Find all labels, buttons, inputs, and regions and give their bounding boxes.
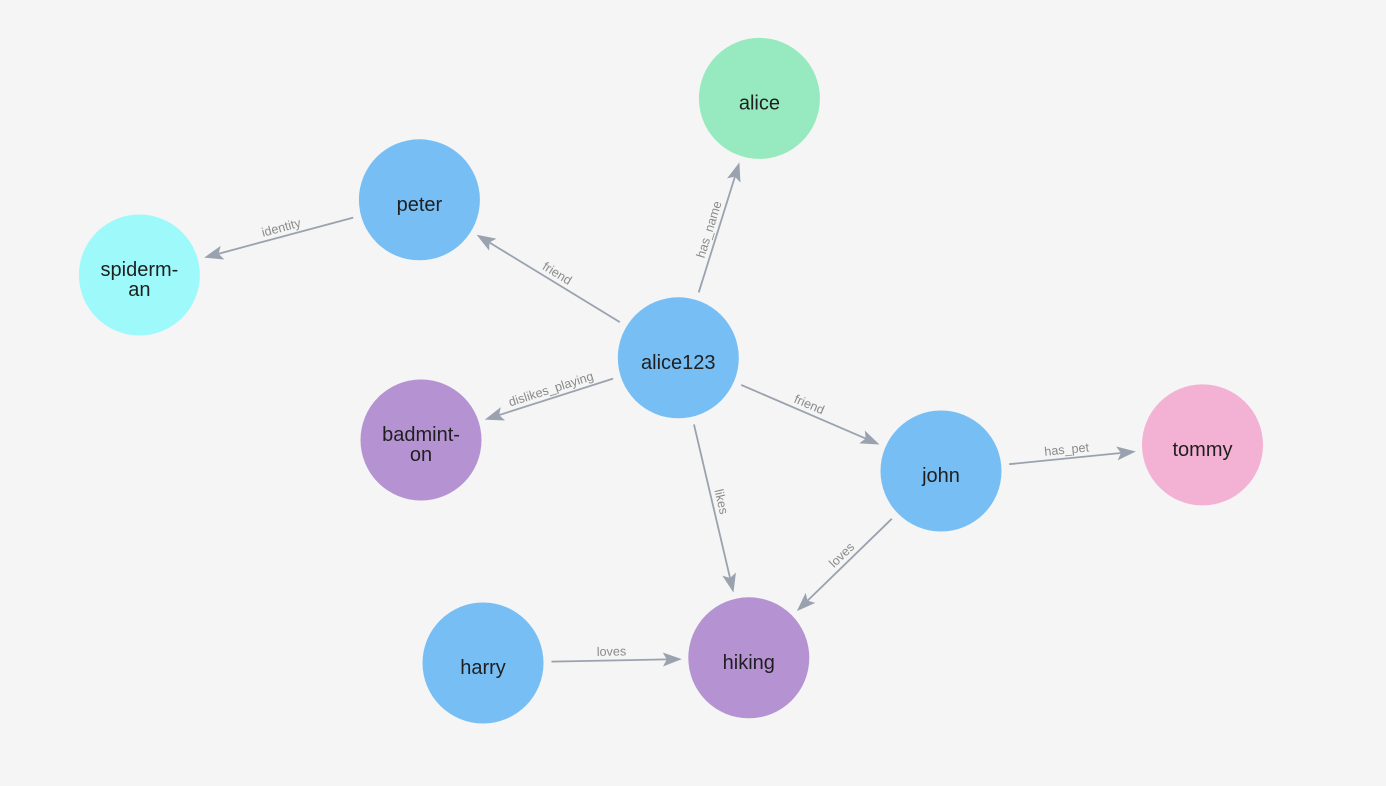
- svg-text:spiderm-: spiderm-: [101, 259, 179, 281]
- svg-text:on: on: [410, 444, 432, 466]
- svg-text:an: an: [128, 279, 150, 301]
- svg-text:hiking: hiking: [723, 652, 775, 674]
- svg-text:has_pet: has_pet: [1044, 440, 1090, 458]
- svg-text:alice123: alice123: [641, 352, 716, 374]
- svg-text:peter: peter: [397, 194, 443, 216]
- svg-text:alice: alice: [739, 92, 780, 114]
- svg-text:tommy: tommy: [1173, 439, 1233, 461]
- svg-text:harry: harry: [460, 657, 506, 679]
- svg-text:badmint-: badmint-: [382, 424, 460, 446]
- svg-text:loves: loves: [597, 644, 627, 659]
- svg-text:john: john: [921, 465, 960, 487]
- svg-text:likes: likes: [711, 488, 730, 516]
